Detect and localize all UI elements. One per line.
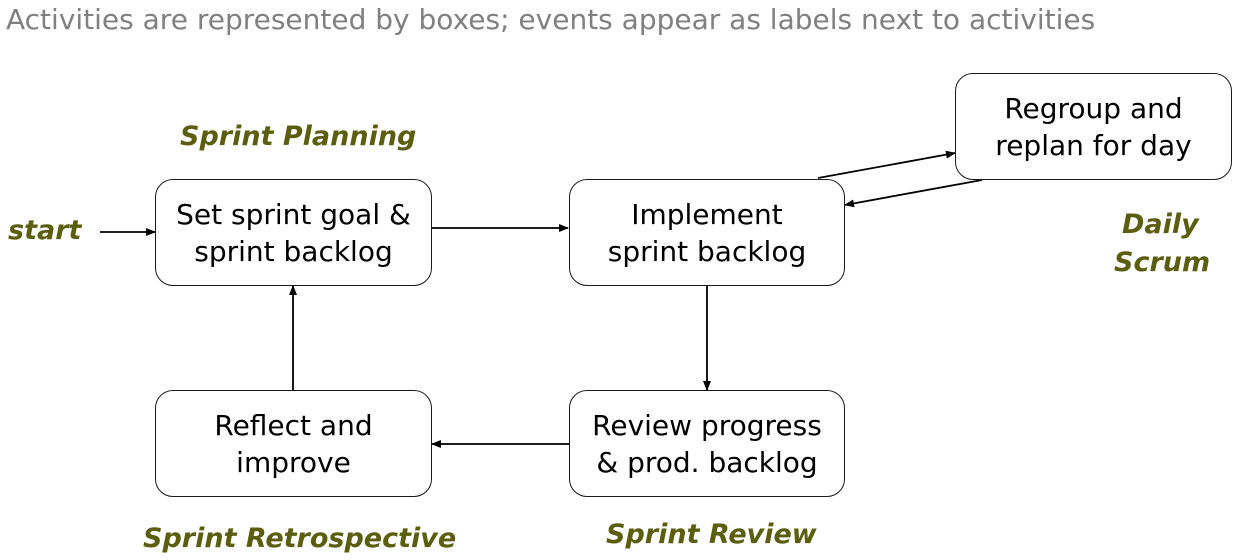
activity-review-progress: Review progress & prod. backlog [569, 390, 845, 497]
event-sprint-retrospective: Sprint Retrospective [143, 523, 457, 554]
activity-implement-line2: sprint backlog [607, 234, 807, 268]
activity-reflect-line2: improve [236, 445, 351, 479]
activity-regroup-line1: Regroup and [1004, 91, 1183, 125]
event-sprint-review: Sprint Review [606, 519, 817, 550]
activity-regroup-line2: replan for day [995, 128, 1192, 162]
activity-review-line1: Review progress [592, 408, 822, 442]
activity-set-sprint-goal-line1: Set sprint goal & [176, 197, 411, 231]
event-daily-scrum-line1: Daily [1122, 209, 1199, 240]
event-daily-scrum-line2: Scrum [1114, 247, 1211, 278]
arrow-implement-to-regroup [817, 150, 956, 179]
arrow-regroup-to-implement [844, 179, 983, 208]
activity-regroup-and-replan: Regroup and replan for day [955, 73, 1232, 180]
activity-set-sprint-goal-line2: sprint backlog [194, 234, 393, 268]
activity-set-sprint-goal: Set sprint goal & sprint backlog [155, 179, 432, 286]
activity-implement-line1: Implement [631, 197, 783, 231]
activity-reflect-line1: Reflect and [214, 408, 373, 442]
activity-review-line2: & prod. backlog [596, 445, 818, 479]
slide-caption: Activities are represented by boxes; eve… [6, 3, 1096, 36]
activity-reflect-and-improve: Reflect and improve [155, 390, 432, 497]
activity-implement-sprint-backlog: Implement sprint backlog [569, 179, 845, 286]
event-sprint-planning: Sprint Planning [180, 121, 417, 152]
event-start: start [8, 215, 82, 246]
